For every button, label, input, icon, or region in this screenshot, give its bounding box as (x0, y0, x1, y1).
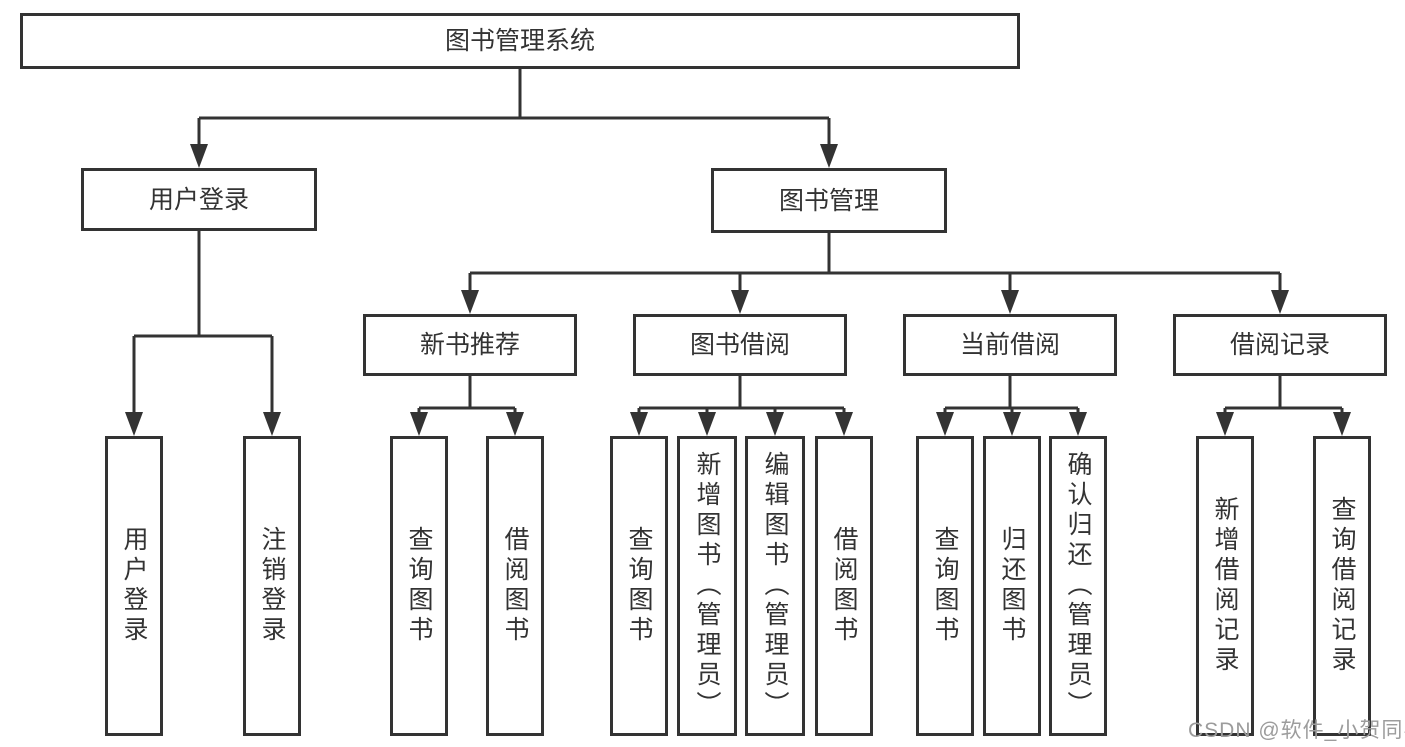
node-book-management-label: 图书管理 (778, 186, 879, 215)
leaf-records-add-record: 新增借阅记录 (1196, 436, 1254, 736)
leaf-recommend-borrow-book: 借阅图书 (486, 436, 544, 736)
leaf-recommend-query-book-label: 查询图书 (405, 526, 433, 646)
node-borrow-records: 借阅记录 (1173, 314, 1387, 376)
leaf-current-query-book-label: 查询图书 (931, 526, 959, 646)
leaf-logout: 注销登录 (243, 436, 301, 736)
leaf-records-query-record: 查询借阅记录 (1313, 436, 1371, 736)
node-new-book-recommend-label: 新书推荐 (419, 331, 520, 359)
leaf-logout-label: 注销登录 (258, 526, 286, 646)
leaf-borrow-edit-book-admin: 编辑图书（管理员） (745, 436, 805, 736)
leaf-current-return-book: 归还图书 (983, 436, 1041, 736)
leaf-user-login-label: 用户登录 (120, 526, 148, 646)
connector-userlogin-to-leaves (125, 231, 281, 436)
connector-bookmgmt-to-level3 (461, 233, 1289, 314)
leaf-borrow-query-book-label: 查询图书 (625, 526, 653, 646)
leaf-borrow-add-book-admin: 新增图书（管理员） (677, 436, 737, 736)
node-book-borrow: 图书借阅 (633, 314, 847, 376)
node-user-login-label: 用户登录 (148, 185, 249, 214)
leaf-current-confirm-return-admin-label: 确认归还（管理员） (1064, 451, 1092, 721)
node-current-borrow: 当前借阅 (903, 314, 1117, 376)
leaf-recommend-borrow-book-label: 借阅图书 (501, 526, 529, 646)
leaf-user-login: 用户登录 (105, 436, 163, 736)
node-new-book-recommend: 新书推荐 (363, 314, 577, 376)
connector-root-to-level2 (190, 69, 838, 168)
leaf-borrow-edit-book-admin-label: 编辑图书（管理员） (761, 451, 789, 721)
leaf-current-query-book: 查询图书 (916, 436, 974, 736)
connector-newbook-to-leaves (410, 376, 524, 436)
leaf-recommend-query-book: 查询图书 (390, 436, 448, 736)
node-root-label: 图书管理系统 (444, 27, 595, 55)
node-book-borrow-label: 图书借阅 (689, 331, 790, 359)
node-book-management: 图书管理 (711, 168, 947, 233)
csdn-watermark: CSDN @软件_小贺同学 (1188, 719, 1405, 742)
connector-records-to-leaves (1216, 376, 1351, 436)
connector-current-to-leaves (936, 376, 1087, 436)
leaf-borrow-add-book-admin-label: 新增图书（管理员） (693, 451, 721, 721)
node-current-borrow-label: 当前借阅 (959, 331, 1060, 359)
leaf-records-add-record-label: 新增借阅记录 (1211, 496, 1239, 676)
node-root: 图书管理系统 (20, 13, 1020, 69)
node-borrow-records-label: 借阅记录 (1229, 331, 1330, 359)
leaf-borrow-query-book: 查询图书 (610, 436, 668, 736)
leaf-records-query-record-label: 查询借阅记录 (1328, 496, 1356, 676)
node-user-login: 用户登录 (81, 168, 317, 231)
leaf-borrow-borrow-book-label: 借阅图书 (830, 526, 858, 646)
leaf-borrow-borrow-book: 借阅图书 (815, 436, 873, 736)
connector-borrow-to-leaves (630, 376, 853, 436)
leaf-current-return-book-label: 归还图书 (998, 526, 1026, 646)
leaf-current-confirm-return-admin: 确认归还（管理员） (1049, 436, 1107, 736)
